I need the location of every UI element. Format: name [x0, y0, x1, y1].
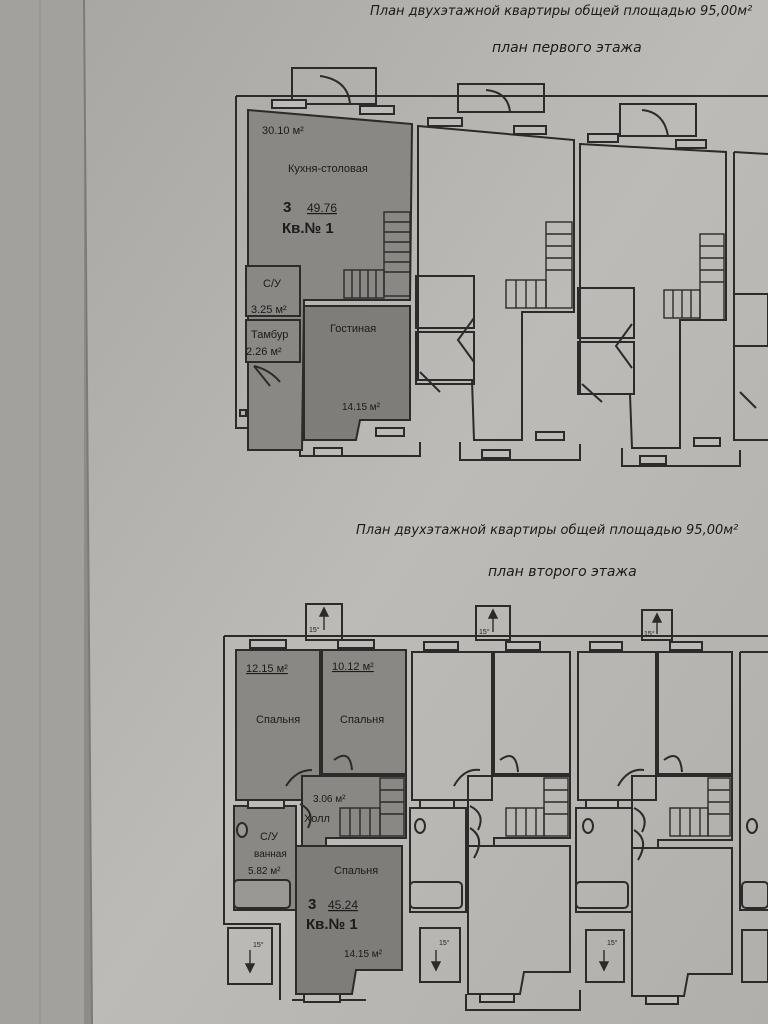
- floor1-apt-number: Кв.№ 1: [282, 220, 334, 237]
- bedroom2-area: 10.12 м²: [332, 661, 374, 673]
- floor1-title: План двухэтажной квартиры общей площадью…: [370, 4, 752, 19]
- vent-arrows: [244, 606, 663, 974]
- floor1-header: План двухэтажной квартиры общей площадью…: [370, 4, 752, 56]
- hall-label: Холл: [304, 813, 330, 825]
- slope-label-2: 15°: [479, 628, 490, 636]
- apartment-1-floor1: [247, 108, 414, 451]
- floor2-header: План двухэтажной квартиры общей площадью…: [356, 523, 738, 580]
- living-area: 14.15 м²: [342, 402, 381, 413]
- bath-label-2: ванная: [254, 849, 287, 860]
- vestibule-area: 2.26 м²: [246, 346, 282, 358]
- slope-label-4: 15°: [253, 941, 264, 949]
- floor1-rooms-count: 3: [283, 199, 291, 216]
- floor2-subtitle: план второго этажа: [488, 564, 637, 580]
- bedroom1-label: Спальня: [256, 714, 300, 726]
- floor1-area: 49.76: [307, 201, 337, 215]
- floor1-plan: [235, 67, 768, 467]
- wc-label: С/У: [263, 278, 282, 290]
- vent-slope-labels: 15° 15° 15° 15° 15° 15°: [253, 626, 655, 949]
- floor2-title: План двухэтажной квартиры общей площадью…: [356, 523, 738, 538]
- bedroom3-label: Спальня: [334, 865, 378, 877]
- bedroom3-area: 14.15 м²: [344, 949, 383, 960]
- bedroom1-area: 12.15 м²: [246, 663, 288, 675]
- bath-area: 5.82 м²: [248, 866, 281, 877]
- hall-area: 3.06 м²: [313, 794, 346, 805]
- floor1-total-area: 30.10 м²: [262, 125, 304, 137]
- bedroom-3: [295, 845, 403, 995]
- floor1-labels: 30.10 м² Кухня-столовая 3 49.76 Кв.№ 1 С…: [246, 125, 381, 413]
- vestibule-label: Тамбур: [251, 329, 288, 341]
- living-label: Гостиная: [330, 323, 376, 335]
- kitchen-label: Кухня-столовая: [288, 163, 368, 175]
- slope-label-5: 15°: [439, 939, 450, 947]
- floor2-area: 45.24: [328, 898, 358, 912]
- floor2-labels: 12.15 м² 10.12 м² Спальня Спальня 3.06 м…: [246, 661, 384, 960]
- bedroom2-label: Спальня: [340, 714, 384, 726]
- wc-area: 3.25 м²: [251, 304, 287, 316]
- floor2-plan: [223, 603, 768, 1011]
- left-page: [0, 0, 84, 1024]
- slope-label-1: 15°: [309, 626, 320, 634]
- paper-sheet: [84, 0, 768, 1024]
- slope-label-3: 15°: [644, 630, 655, 638]
- bedroom-2: [321, 649, 407, 775]
- floor2-apt-number: Кв.№ 1: [306, 916, 358, 933]
- floor2-rooms-count: 3: [308, 896, 316, 913]
- slope-label-6: 15°: [607, 939, 618, 947]
- bath-label-1: С/У: [260, 831, 279, 843]
- floor1-subtitle: план первого этажа: [492, 40, 642, 56]
